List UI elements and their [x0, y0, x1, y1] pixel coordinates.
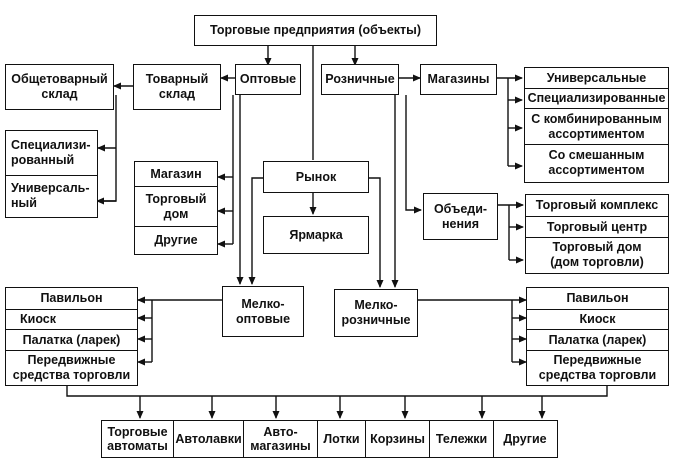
- wholesale-node: Оптовые: [235, 64, 301, 95]
- mobile-form-item: Тележки: [430, 421, 494, 457]
- trade-form-item: Передвижные средства торговли: [538, 352, 657, 382]
- warehouse-types-group: Специализи- рованный Универсаль- ный: [5, 130, 98, 218]
- warehouse-type-item: Универсаль- ный: [11, 181, 90, 210]
- wholesale-outlet-item: Магазин: [135, 162, 217, 187]
- trade-form-item: Киоск: [527, 310, 668, 330]
- store-type-item: Специализированные: [525, 89, 668, 109]
- wholesale-outlets-group: Магазин Торговый дом Другие: [134, 161, 218, 255]
- warehouse-type-item: Специализи- рованный: [6, 131, 97, 176]
- retail-node: Розничные: [321, 64, 399, 95]
- mobile-form-item: Торговые автоматы: [102, 421, 174, 457]
- mobile-form-item: Другие: [503, 432, 547, 446]
- association-types-group: Торговый комплекс Торговый центр Торговы…: [525, 194, 669, 274]
- store-type-item: Универсальные: [525, 68, 668, 89]
- mobile-form-item: Лотки: [318, 421, 366, 457]
- general-warehouse-node: Общетоварный склад: [5, 64, 114, 110]
- market-node: Рынок: [263, 161, 369, 193]
- trade-form-item: Передвижные средства торговли: [12, 352, 131, 382]
- small-wholesale-node: Мелко- оптовые: [222, 286, 304, 337]
- associations-node: Объеди- нения: [423, 193, 498, 240]
- mobile-forms-row: Торговые автоматы Автолавки Авто- магази…: [101, 420, 558, 458]
- association-type-item: Торговый дом (дом торговли): [550, 240, 644, 269]
- association-type-item: Торговый центр: [526, 217, 668, 238]
- trade-form-item: Палатка (ларек): [527, 330, 668, 351]
- mobile-form-item: Авто- магазины: [244, 421, 318, 457]
- store-type-item: С комбинированным ассортиментом: [525, 109, 668, 145]
- association-type-item: Торговый комплекс: [526, 195, 668, 217]
- commodity-warehouse-node: Товарный склад: [133, 64, 221, 110]
- mobile-form-item: Корзины: [366, 421, 430, 457]
- mobile-form-item: Автолавки: [174, 421, 244, 457]
- trade-form-item: Киоск: [6, 310, 137, 330]
- trade-form-item: Палатка (ларек): [6, 330, 137, 351]
- root-node: Торговые предприятия (объекты): [194, 15, 437, 46]
- wholesale-outlet-item: Другие: [154, 232, 198, 247]
- small-wholesale-forms-group: Павильон Киоск Палатка (ларек) Передвижн…: [5, 287, 138, 386]
- fair-node: Ярмарка: [263, 216, 369, 254]
- wholesale-outlet-item: Торговый дом: [135, 187, 217, 227]
- trade-form-item: Павильон: [6, 288, 137, 310]
- store-type-item: Со смешанным ассортиментом: [548, 148, 645, 177]
- store-types-group: Универсальные Специализированные С комби…: [524, 67, 669, 183]
- small-retail-node: Мелко- розничные: [334, 289, 418, 337]
- stores-node: Магазины: [420, 64, 497, 95]
- trade-form-item: Павильон: [527, 288, 668, 310]
- small-retail-forms-group: Павильон Киоск Палатка (ларек) Передвижн…: [526, 287, 669, 386]
